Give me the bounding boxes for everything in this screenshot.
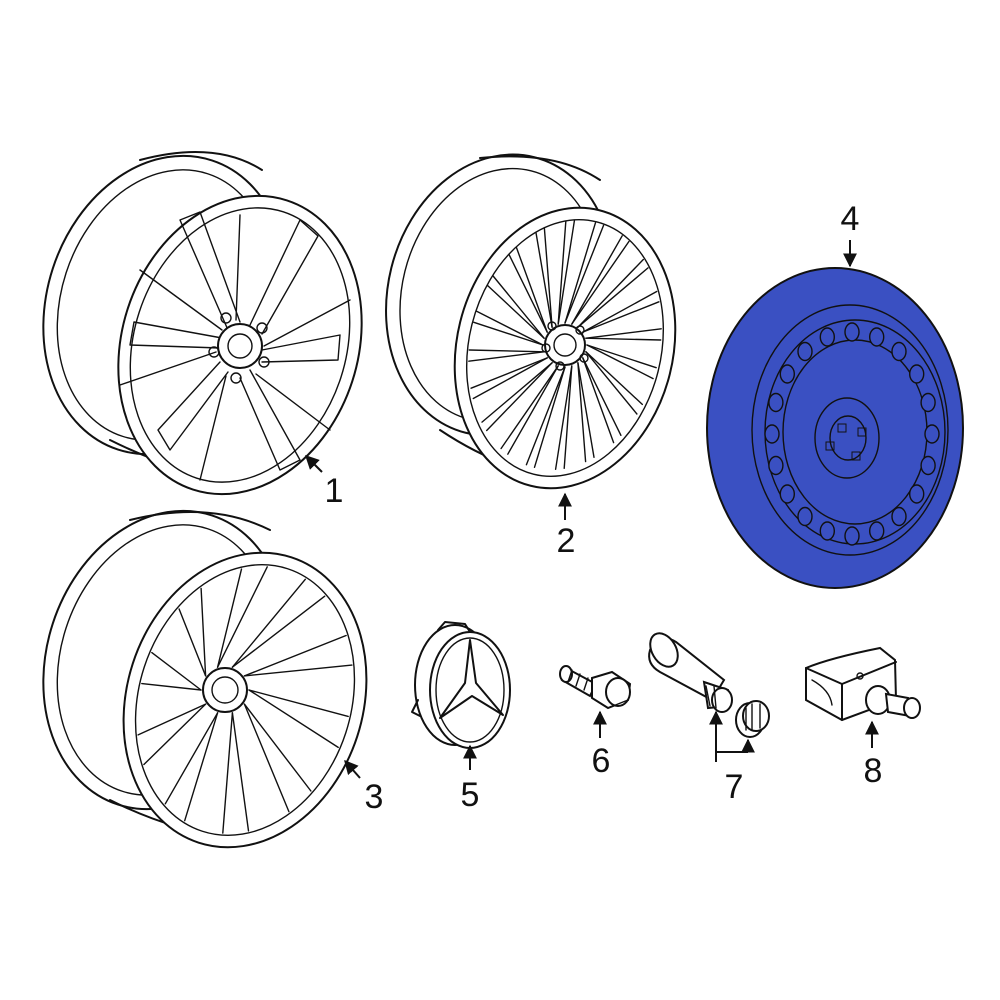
wheel-2[interactable] [357,130,704,512]
callout-label-2: 2 [557,522,576,560]
spare-wheel-4[interactable] [706,267,964,589]
callout-label-7: 7 [725,768,744,806]
callout-label-8: 8 [864,752,883,790]
center-cap-5[interactable] [411,621,511,749]
valve-cap-7[interactable] [735,700,770,738]
leader-7-bar [715,751,748,762]
valve-stem-7[interactable] [645,628,733,713]
wheel-bolt-6[interactable] [559,665,632,710]
callout-leaders [305,240,879,779]
callout-label-5: 5 [461,776,480,814]
tpms-sensor-8[interactable] [805,646,921,722]
wheel-1[interactable] [6,124,399,526]
callout-label-4: 4 [841,200,860,238]
callout-label-3: 3 [365,778,384,816]
callout-labels: 1 2 3 4 5 6 7 8 [325,200,883,816]
leader-3 [344,759,361,779]
callout-label-1: 1 [325,472,344,510]
callout-label-6: 6 [592,742,611,780]
leader-1 [305,455,323,473]
wheel-3[interactable] [6,479,404,879]
